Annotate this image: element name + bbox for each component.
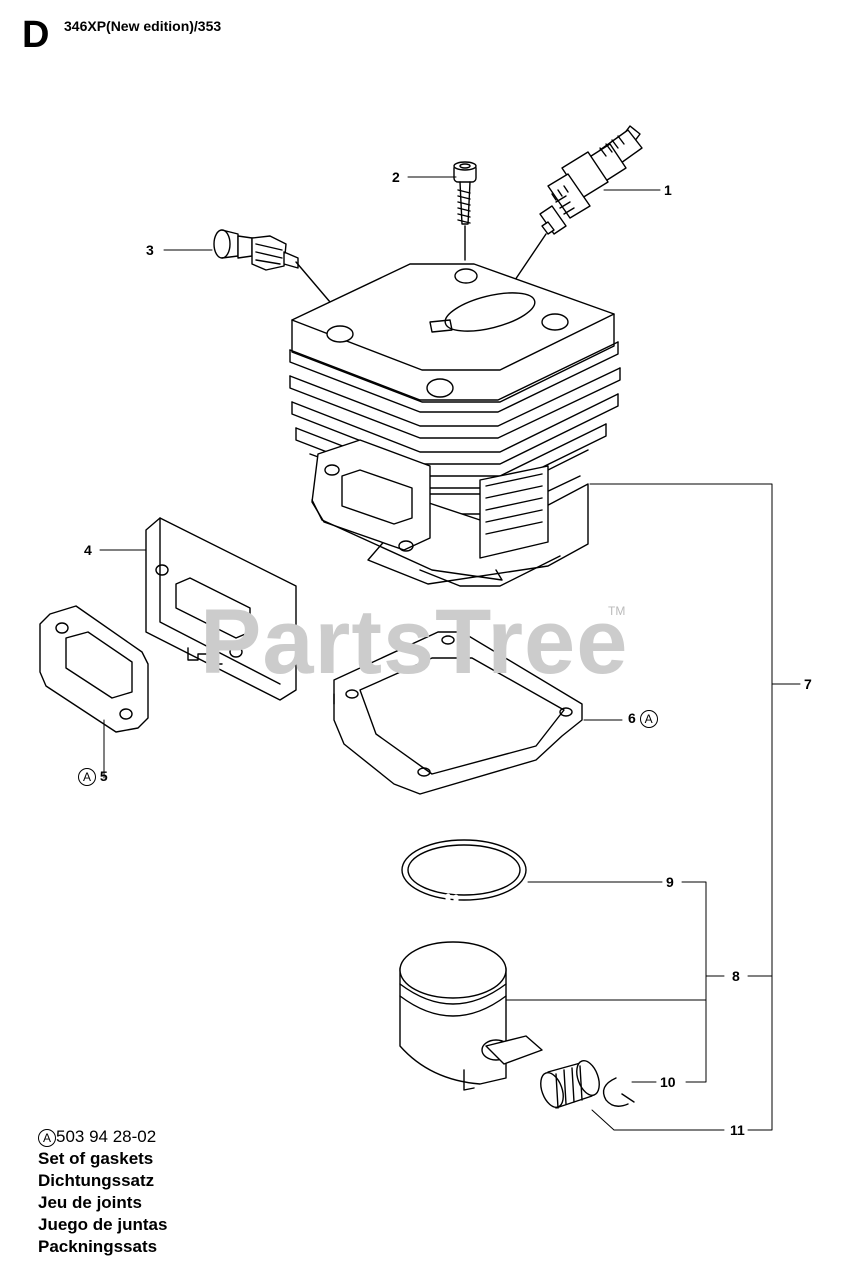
callout-11: 11 (730, 1122, 745, 1138)
callout-9: 9 (666, 874, 674, 890)
kit-mark-a-legend: A (38, 1128, 56, 1147)
callout-6: 6 (628, 710, 636, 726)
muffler-gasket (39, 605, 149, 733)
kit-mark-a-5: A (78, 768, 96, 787)
kit-mark-a-6: A (639, 710, 658, 729)
cylinder-base-gasket (333, 631, 583, 795)
section-letter: D (22, 14, 50, 56)
kit-desc-sv: Packningssats (38, 1237, 158, 1256)
kit-desc-de: Dichtungssatz (38, 1171, 155, 1190)
callout-10: 10 (660, 1074, 676, 1090)
cylinder (289, 263, 621, 587)
watermark-trademark: TM (608, 604, 626, 618)
kit-desc-es: Juego de juntas (38, 1215, 168, 1234)
callout-7: 7 (804, 676, 812, 692)
decompression-valve (213, 229, 331, 303)
callout-3: 3 (146, 242, 154, 258)
callout-2: 2 (392, 169, 400, 185)
callout-5: 5 (99, 768, 108, 784)
piston (399, 941, 543, 1091)
kit-part-number: 503 94 28-02 (56, 1127, 157, 1146)
needle-bearing (540, 1060, 600, 1109)
callout-8: 8 (732, 968, 740, 984)
parts-tree-watermark: PartsTree (200, 591, 629, 693)
kit-desc-fr: Jeu de joints (38, 1193, 142, 1212)
model-title: 346XP(New edition)/353 (64, 18, 222, 34)
cylinder-bolt (453, 161, 477, 261)
circlip (602, 1077, 635, 1107)
intake-spacer-plate (145, 517, 297, 701)
callout-6-group: 6 A (628, 710, 658, 729)
callout-5-group: A 5 (78, 768, 108, 787)
kit-desc-en: Set of gaskets (38, 1149, 154, 1168)
leader-lines (99, 176, 801, 1131)
callout-4: 4 (84, 542, 92, 558)
spark-plug (483, 125, 643, 327)
piston-ring (401, 839, 527, 908)
callout-1: 1 (664, 182, 672, 198)
